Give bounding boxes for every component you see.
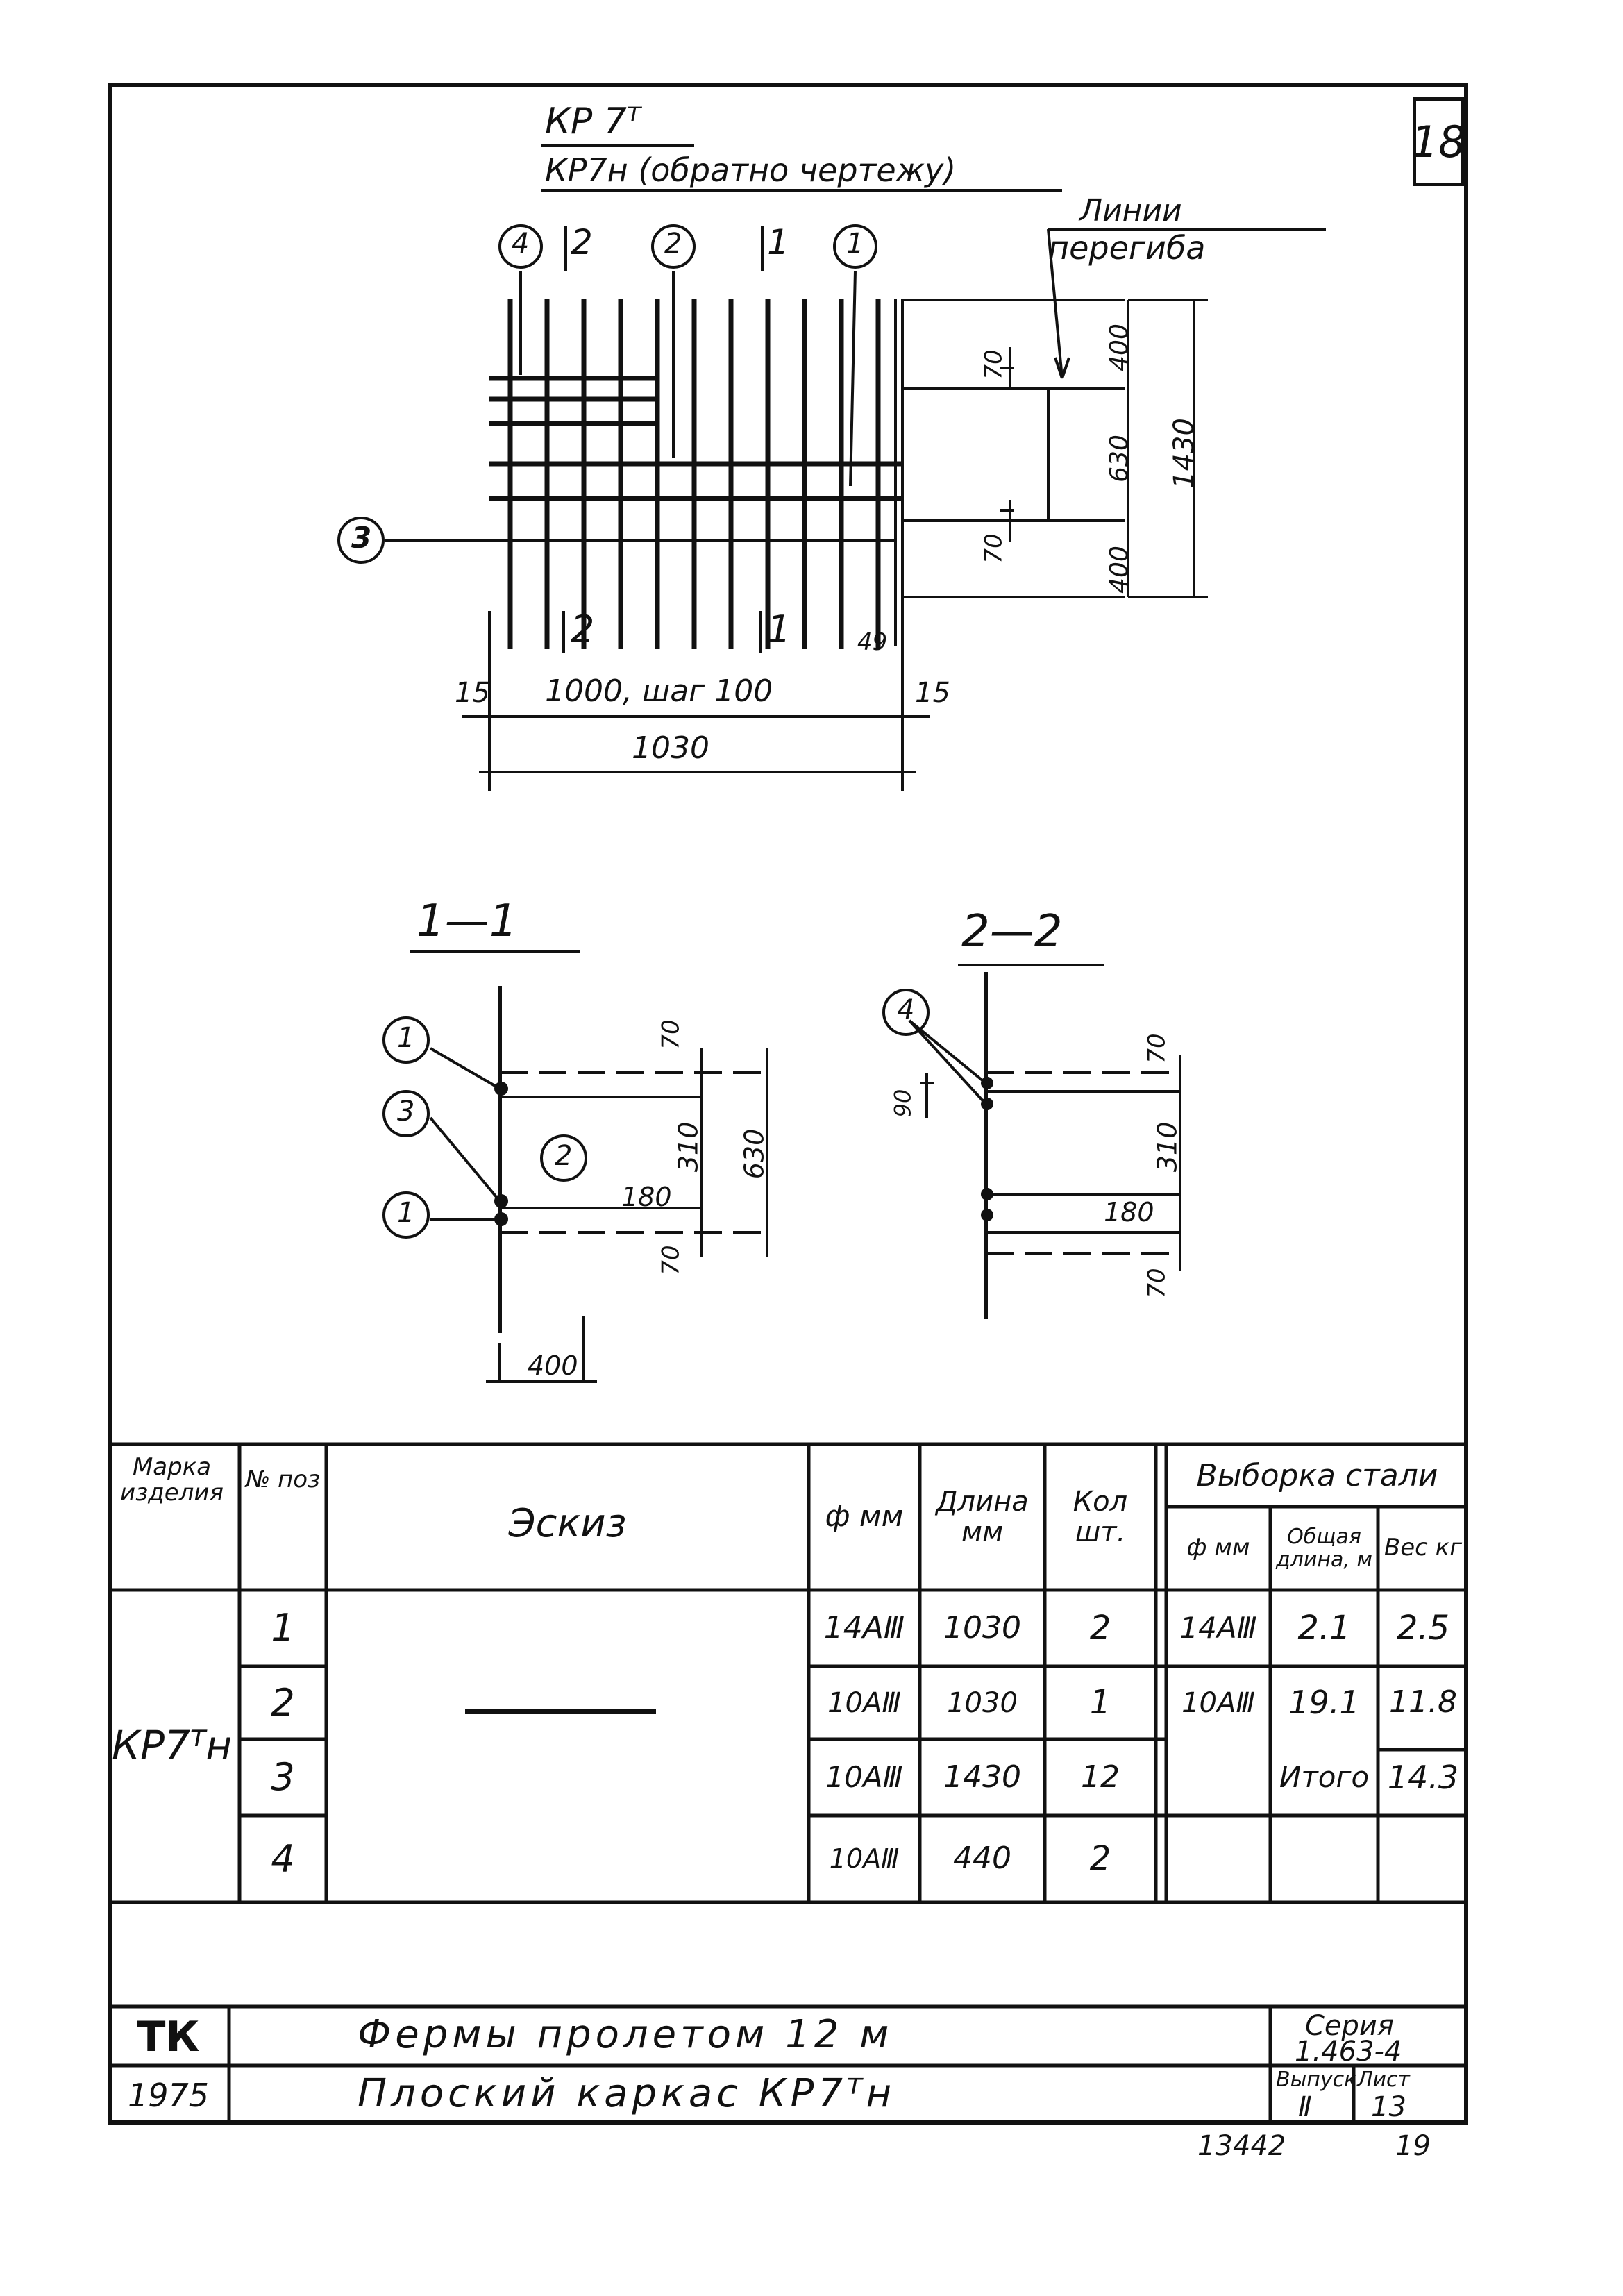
hdr-dia: ф мм xyxy=(825,1499,904,1534)
row1-steel-len: 2.1 xyxy=(1297,1608,1351,1648)
row3-dia: 10АⅢ xyxy=(825,1759,903,1794)
row3-steel-dia xyxy=(1166,1739,1270,1816)
s1-dim-400: 400 xyxy=(528,1350,578,1381)
hdr-steel-wt: Вес кг xyxy=(1384,1533,1463,1561)
section-1-title: 1—1 xyxy=(417,896,518,947)
bend-label-1: Линии xyxy=(1079,193,1182,228)
callout-2-circle xyxy=(651,224,696,269)
section-mark-1-bottom: 1 xyxy=(767,607,791,651)
row4-pos: 4 xyxy=(271,1836,295,1881)
section-2-title: 2—2 xyxy=(961,906,1063,957)
hdr-mark: Марка изделия xyxy=(120,1452,224,1507)
s1-dim-180: 180 xyxy=(621,1182,672,1212)
s2-dim-180: 180 xyxy=(1104,1197,1154,1227)
dim-1030: 1030 xyxy=(632,730,709,766)
row1-pos: 1 xyxy=(271,1606,295,1650)
s1-callout-1b-circle xyxy=(382,1191,430,1239)
sheet-frame xyxy=(108,83,1468,2125)
title-org: ТК xyxy=(137,2012,200,2061)
mark-value: КР7ᵀн xyxy=(111,1722,233,1770)
series-label: Серия xyxy=(1305,2010,1394,2042)
dim-15-right: 15 xyxy=(915,677,950,709)
callout-4-circle xyxy=(498,224,543,269)
callout-1-circle xyxy=(833,224,877,269)
sheet-value: 13 xyxy=(1371,2091,1406,2123)
s1-callout-3-circle xyxy=(382,1090,430,1137)
s1-callout-1-circle xyxy=(382,1016,430,1064)
row3-total-label: Итого xyxy=(1279,1759,1370,1794)
s2-callout-4: 4 xyxy=(897,994,915,1026)
title-line2: Плоский каркас КР7ᵀн xyxy=(358,2071,896,2116)
drawing-title-sub: КР7н (обратно чертежу) xyxy=(545,151,957,189)
s1-callout-2-circle xyxy=(540,1134,587,1182)
callout-3-label: 3 xyxy=(351,521,372,555)
row3-length: 1430 xyxy=(943,1759,1021,1795)
sheet-label: Лист xyxy=(1357,2068,1411,2092)
drawing-title-main: КР 7ᵀ xyxy=(545,101,641,142)
row2-qty: 1 xyxy=(1089,1683,1111,1723)
s1-callout-1b: 1 xyxy=(397,1197,415,1229)
row2-length: 1030 xyxy=(947,1686,1018,1719)
bend-label-2: перегиба xyxy=(1048,229,1206,267)
callout-3-circle xyxy=(337,517,385,564)
title-year: 1975 xyxy=(127,2077,210,2115)
s1-callout-2: 2 xyxy=(555,1140,573,1172)
footer-inv: 13442 xyxy=(1197,2130,1286,2162)
s1-callout-1: 1 xyxy=(397,1022,415,1054)
hdr-length: Длина мм xyxy=(936,1485,1029,1548)
hdr-qty: Кол шт. xyxy=(1073,1485,1128,1548)
row4-dia: 10АⅢ xyxy=(829,1843,900,1874)
row1-steel-wt: 2.5 xyxy=(1396,1608,1450,1648)
dim-49: 49 xyxy=(857,628,888,656)
s1-callout-3: 3 xyxy=(397,1096,415,1128)
row2-steel-wt: 11.8 xyxy=(1389,1684,1457,1720)
row3-total-value: 14.3 xyxy=(1387,1758,1459,1796)
hdr-steel: Выборка стали xyxy=(1196,1457,1438,1493)
dim-step: 1000, шаг 100 xyxy=(545,673,773,709)
sheet-number: 18 xyxy=(1411,97,1465,186)
footer-page: 19 xyxy=(1395,2130,1431,2162)
row4-qty: 2 xyxy=(1089,1839,1111,1879)
row2-dia: 10АⅢ xyxy=(827,1686,901,1719)
row1-length: 1030 xyxy=(943,1609,1021,1645)
series-value: 1.463-4 xyxy=(1295,2036,1402,2068)
s2-callout-4-circle xyxy=(882,989,930,1036)
row4-length: 440 xyxy=(953,1841,1011,1877)
hdr-sketch: Эскиз xyxy=(508,1501,627,1547)
issue-label: Выпуск xyxy=(1276,2068,1357,2092)
callout-2-label: 2 xyxy=(664,228,682,260)
dim-15-left: 15 xyxy=(455,677,490,709)
section-mark-2-bottom: 2 xyxy=(571,607,595,651)
section-mark-2-top: 2 xyxy=(571,222,593,262)
hdr-steel-len: Общая длина, м xyxy=(1275,1524,1373,1572)
row2-pos: 2 xyxy=(271,1680,295,1725)
row2-steel-dia: 10АⅢ xyxy=(1181,1686,1255,1719)
row1-steel-dia: 14АⅢ xyxy=(1179,1610,1257,1645)
row3-qty: 12 xyxy=(1081,1759,1120,1795)
callout-1-label: 1 xyxy=(846,228,864,260)
title-line1: Фермы пролетом 12 м xyxy=(358,2012,893,2057)
row2-steel-len: 19.1 xyxy=(1288,1684,1360,1722)
callout-4-label: 4 xyxy=(512,228,530,260)
row1-dia: 14АⅢ xyxy=(823,1609,905,1645)
hdr-steel-dia: ф мм xyxy=(1186,1533,1250,1561)
section-mark-1-top: 1 xyxy=(767,222,789,262)
issue-value: Ⅱ xyxy=(1298,2091,1312,2123)
row3-pos: 3 xyxy=(271,1755,295,1800)
hdr-pos: № поз xyxy=(245,1466,321,1494)
row1-qty: 2 xyxy=(1089,1608,1111,1648)
